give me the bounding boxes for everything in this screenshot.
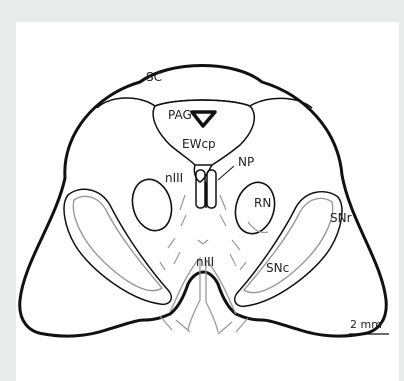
panel-edge (399, 22, 404, 381)
midline-tract-right (206, 260, 236, 332)
label-rn: RN (254, 196, 271, 210)
label-ewcp: EWcp (182, 137, 216, 151)
label-snr: SNr (330, 211, 352, 225)
substantia-nigra-left (64, 189, 171, 304)
niii-column-left (196, 170, 205, 208)
cerebral-aqueduct (192, 112, 215, 126)
label-niii-lower: nIII (196, 255, 214, 269)
ewcp-region (194, 165, 212, 182)
substantia-nigra-right (235, 192, 342, 307)
snc-outline-right (244, 198, 333, 292)
np-leader-line (218, 166, 234, 180)
label-snc: SNc (266, 261, 289, 275)
label-np: NP (238, 155, 254, 169)
snc-outline-left (73, 196, 162, 290)
label-sc: SC (146, 70, 162, 84)
niii-column-right (207, 170, 216, 208)
lower-gray-strands (160, 316, 248, 334)
scale-bar-label: 2 mm (350, 318, 382, 331)
label-niii-upper: nIII (165, 171, 183, 185)
label-pag: PAG (168, 108, 192, 122)
